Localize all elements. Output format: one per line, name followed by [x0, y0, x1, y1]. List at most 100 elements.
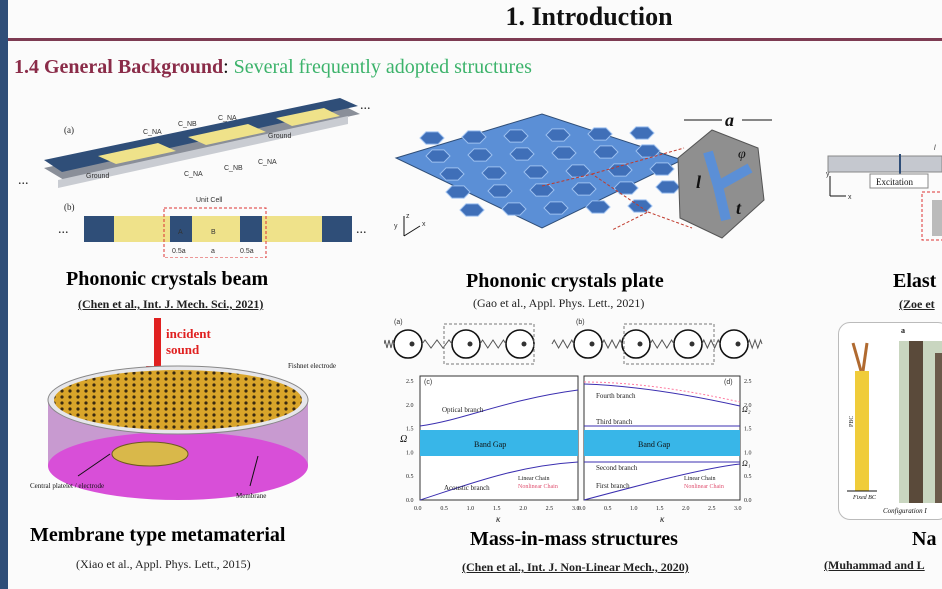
mass-inner-mass [735, 341, 741, 347]
plate-hex-cell [425, 149, 451, 163]
mass-inner-mass [467, 341, 473, 347]
acoustic-branch-label: Acoustic branch [444, 484, 490, 492]
mass-chain-spring [601, 338, 623, 350]
mass-inner-mass [521, 341, 527, 347]
beam-unit-cell-box [163, 207, 267, 258]
mass-chain-circle [393, 329, 423, 359]
membrane-pointer [249, 455, 259, 487]
mass-y-tick: 2.0 [406, 403, 414, 409]
elastic-figure: l Excitation y x [826, 145, 942, 241]
elastic-axis-x: x [848, 194, 852, 201]
mass-x-tick: 2.5 [546, 506, 554, 512]
tree-branch-right [861, 342, 869, 372]
plate-hex-cell [529, 183, 555, 197]
first-branch-curve [583, 463, 741, 501]
mass-x-tick: 0.0 [414, 506, 422, 512]
mass-y-tick: 0.5 [406, 474, 414, 480]
mass-inner-mass [637, 341, 643, 347]
beam-strip-blue-2 [170, 216, 192, 242]
plate-hex-cell [629, 126, 655, 140]
mass-y-tick-right: 2.0 [744, 403, 752, 409]
tree-config-strip [897, 503, 942, 515]
legend-nonlinear-d: Nonlinear Chain [684, 484, 724, 490]
mass-y-tick: 0.0 [406, 498, 414, 504]
elastic-zoom-box [921, 191, 942, 241]
mass-label-b: (b) [576, 319, 585, 326]
mass-chain-circle [573, 329, 603, 359]
plate-zoom-line-1 [591, 147, 685, 175]
mass-y-tick-right: 2.5 [744, 379, 752, 385]
mass-y-tick-right: 1.0 [744, 450, 752, 456]
beam-cna-label-2: C_NA [218, 115, 237, 122]
mass-inner-mass [689, 341, 695, 347]
first-branch-label: First branch [596, 482, 630, 490]
caption-phononic-plate: Phononic crystals plate [466, 270, 664, 292]
mass-in-mass-figure: (a) (b) Band Gap Band Gap (c) (d) Optica… [384, 319, 763, 524]
plate-hex-cell [627, 199, 653, 213]
section-subtitle: Several frequently adopted structures [233, 56, 532, 78]
legend-linear-d: Linear Chain [684, 476, 716, 482]
plate-hex-cell [509, 147, 535, 161]
beam-yellow-seg-1 [98, 143, 176, 164]
mass-x-tick: 0.5 [604, 506, 612, 512]
plate-dim-a: a [725, 110, 734, 130]
mass-y-tick: 1.5 [406, 427, 414, 433]
mass-xlabel-d: κ [660, 514, 665, 524]
fishnet-electrode [54, 370, 302, 430]
mass-y-tick-right: 0.0 [744, 498, 752, 504]
plate-hex-cell [585, 200, 611, 214]
legend-nonlinear-c: Nonlinear Chain [518, 484, 558, 490]
mass-inner-mass [589, 341, 595, 347]
plate-axis-y: y [394, 223, 398, 230]
beam-yellow-seg-3 [276, 108, 340, 126]
citation-membrane: (Xiao et al., Appl. Phys. Lett., 2015) [76, 557, 251, 571]
plate-hex-cell [523, 165, 549, 179]
plate-hex-cell [613, 181, 639, 195]
mass-x-tick: 1.0 [467, 506, 475, 512]
caption-phononic-beam: Phononic crystals beam [66, 268, 269, 290]
mass-chain-spring [479, 339, 507, 349]
beam-ground-label-1: Ground [86, 173, 109, 180]
title-divider [8, 38, 942, 41]
fourth-branch-label: Fourth branch [596, 392, 636, 400]
second-branch-label: Second branch [596, 464, 638, 472]
legend-linear-c: Linear Chain [518, 476, 550, 482]
beam-strip-blue-3 [240, 216, 262, 242]
citation-mass-in-mass: (Chen et al., Int. J. Non-Linear Mech., … [462, 560, 689, 574]
mass-chain-spring [701, 338, 721, 350]
plate-label-phi: φ [738, 147, 746, 162]
caption-mass-in-mass: Mass-in-mass structures [470, 528, 678, 550]
citation-elastic: (Zoe et [899, 297, 935, 311]
beam-cna-label-1: C_NA [143, 129, 162, 136]
bandgap-left-label: Band Gap [474, 440, 506, 449]
membrane-figure: incident sound Fishnet electrode Central… [30, 318, 336, 500]
beam-cna-label-3: C_NA [258, 159, 277, 166]
acoustic-branch-curve [419, 461, 579, 501]
beam-strip-blue-1 [84, 216, 114, 242]
mass-y-tick-right: 1.5 [744, 427, 752, 433]
mass-chain-schematics [384, 323, 763, 365]
beam-yellow-seg-2 [188, 124, 266, 145]
mass-chain-spring [649, 339, 675, 349]
optical-branch-curve [419, 389, 579, 427]
mass-chain-circle [505, 329, 535, 359]
beam-strip-right-dots: ... [356, 222, 367, 237]
mass-chain-circle [719, 329, 749, 359]
bandgap-left [420, 430, 578, 456]
mass-chain-spring [747, 338, 763, 350]
tree-branch-left [851, 342, 863, 372]
beam-strip [84, 216, 352, 242]
plate-label-l: l [696, 172, 701, 192]
beam-cna-label-4: C_NA [184, 171, 203, 178]
tree-figure: a PBC Fixed BC Configuration I [838, 322, 942, 520]
tree-pbc-label: PBC [849, 416, 855, 427]
elastic-excitation-label: Excitation [876, 177, 913, 187]
beam-dim-a: a [211, 248, 215, 255]
plate-hex-cell [445, 185, 471, 199]
tree-config-label: Configuration I [883, 507, 927, 515]
beam-dim-half-2: 0.5a [240, 248, 254, 255]
beam-left-dots: ... [18, 173, 29, 188]
membrane-incident-label: incident [166, 326, 211, 341]
tree-fixed-label: Fixed BC [852, 495, 877, 501]
mass-xlabel-c: κ [496, 514, 501, 524]
